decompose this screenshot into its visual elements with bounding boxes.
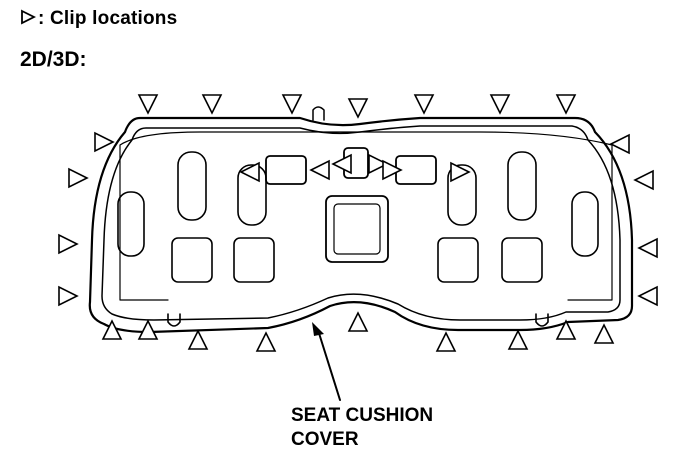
clip-marker-top-4 xyxy=(347,98,369,119)
clip-marker-bottom-9 xyxy=(593,323,615,344)
clip-marker-left-4 xyxy=(58,285,79,307)
clip-marker-top-3 xyxy=(281,94,303,115)
cushion-inner-outline xyxy=(101,125,621,321)
clip-marker-right-1 xyxy=(609,133,630,155)
pocket-left-2 xyxy=(233,237,275,283)
callout-arrowhead xyxy=(312,322,324,336)
pocket-center xyxy=(325,195,389,263)
clip-legend: : Clip locations xyxy=(20,8,177,31)
top-tab xyxy=(312,106,325,121)
connector-left xyxy=(265,155,307,185)
clip-marker-center-1 xyxy=(239,161,260,183)
clip-markers xyxy=(58,94,658,352)
clip-marker-top-5 xyxy=(413,94,435,115)
callout-line-2: COVER xyxy=(291,429,359,450)
pocket-center-inner xyxy=(333,203,381,255)
clip-marker-bottom-7 xyxy=(507,329,529,350)
variant-label: 2D/3D: xyxy=(20,48,87,71)
callout-line-1: SEAT CUSHION xyxy=(291,405,434,426)
window-left-1 xyxy=(117,191,145,257)
clip-marker-right-2 xyxy=(633,169,654,191)
cushion-outer-outline xyxy=(88,116,634,334)
clip-marker-bottom-4 xyxy=(255,331,277,352)
clip-marker-center-6 xyxy=(450,161,471,183)
clip-marker-left-1 xyxy=(94,131,115,153)
window-left-2 xyxy=(177,151,207,221)
window-right-3 xyxy=(571,191,599,257)
clip-marker-bottom-2 xyxy=(137,319,159,340)
callout-leader xyxy=(317,329,341,401)
pocket-right-2 xyxy=(501,237,543,283)
seat-cushion-cover-label: SEAT CUSHION COVER xyxy=(291,404,433,452)
clip-marker-bottom-6 xyxy=(435,331,457,352)
window-right-2 xyxy=(507,151,537,221)
clip-marker-top-2 xyxy=(201,94,223,115)
clip-marker-top-1 xyxy=(137,94,159,115)
clip-marker-center-2 xyxy=(309,159,330,181)
u-clip-left xyxy=(167,313,181,327)
window-right-1 xyxy=(447,164,477,226)
clip-marker-top-6 xyxy=(489,94,511,115)
wire-harness xyxy=(119,131,613,301)
clip-marker-left-2 xyxy=(68,167,89,189)
clip-marker-right-3 xyxy=(637,237,658,259)
clip-marker-bottom-8 xyxy=(555,319,577,340)
pocket-right-1 xyxy=(437,237,479,283)
u-clip-right xyxy=(535,313,549,327)
clip-marker-center-5 xyxy=(382,159,403,181)
pocket-left-1 xyxy=(171,237,213,283)
clip-marker-bottom-1 xyxy=(101,319,123,340)
clip-marker-top-7 xyxy=(555,94,577,115)
clip-marker-bottom-5 xyxy=(347,311,369,332)
clip-marker-right-4 xyxy=(637,285,658,307)
clip-marker-left-3 xyxy=(58,233,79,255)
window-left-3 xyxy=(237,164,267,226)
clip-marker-center-3 xyxy=(331,153,352,175)
legend-text: : Clip locations xyxy=(38,8,178,29)
clip-marker-center-4 xyxy=(368,153,389,175)
clip-marker-bottom-3 xyxy=(187,329,209,350)
hollow-triangle-right-icon xyxy=(20,9,37,31)
